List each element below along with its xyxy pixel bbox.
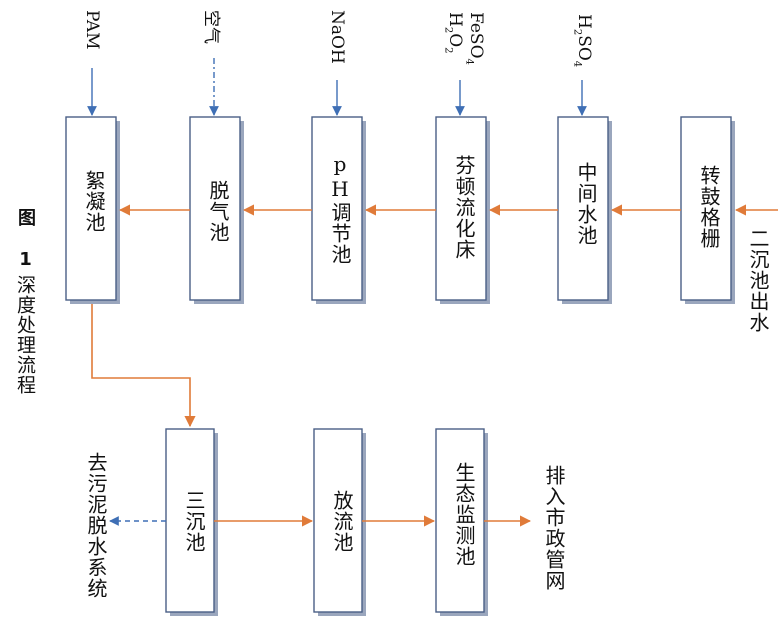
- feso4-main: FeSO: [466, 12, 486, 59]
- box-mid: [557, 116, 612, 304]
- air-text: 空气: [201, 10, 221, 44]
- h2so4-so: SO: [574, 35, 594, 61]
- box-fenton: [435, 116, 490, 304]
- h2so4-sub2: 4: [571, 60, 583, 68]
- box-air: [189, 116, 244, 304]
- box-drum: [680, 116, 735, 304]
- box-label-eco: 生态监测池: [452, 462, 476, 567]
- box-label-release: 放流池: [330, 490, 354, 553]
- box-release: [313, 428, 366, 616]
- h2o2-h: H: [445, 12, 465, 27]
- h2so4-h: H: [574, 14, 594, 29]
- box-label-floc: 絮凝池: [82, 170, 106, 233]
- naoh-text: NaOH: [327, 10, 347, 64]
- pam-text: PAM: [82, 10, 102, 50]
- h2o2-sub2: 2: [442, 47, 454, 54]
- box-label-ph: pH调节池: [328, 152, 352, 265]
- sludge-label: 去污泥脱水系统: [84, 452, 108, 599]
- input-label-air: 空气: [201, 10, 226, 44]
- box-eco: [435, 428, 488, 616]
- box-ph: [311, 116, 366, 304]
- input-label-h2o2: H2O2: [443, 12, 465, 54]
- box-label-sed3: 三沉池: [182, 490, 206, 553]
- outflow-label: 排入市政管网: [542, 465, 566, 591]
- caption-number: 图 1: [15, 208, 36, 271]
- inflow-label: 二沉池出水: [746, 228, 770, 333]
- h2o2-o: O: [445, 33, 465, 48]
- flow-arrow-floc-sed3: [91, 304, 196, 428]
- input-label-naoh: NaOH: [327, 10, 347, 64]
- input-label-feso4: FeSO4: [464, 12, 486, 65]
- box-label-mid: 中间水池: [574, 162, 598, 246]
- box-label-air: 脱气池: [206, 180, 230, 243]
- box-label-fenton: 芬顿流化床: [452, 155, 476, 260]
- caption-text: 深度处理流程: [14, 275, 36, 395]
- box-floc: [65, 116, 120, 304]
- box-label-drum: 转鼓格栅: [697, 165, 721, 249]
- feso4-sub: 4: [463, 58, 475, 65]
- input-label-pam: PAM: [82, 10, 102, 50]
- input-label-h2so4: H2SO4: [572, 14, 594, 67]
